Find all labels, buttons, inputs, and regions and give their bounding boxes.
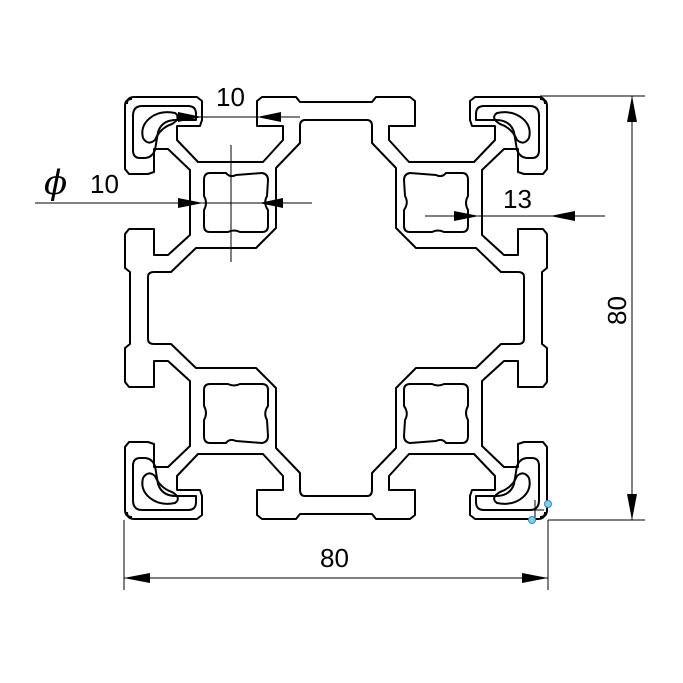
diameter-symbol: ϕ (44, 163, 67, 203)
handle[interactable] (544, 500, 552, 508)
height-label: 80 (602, 296, 632, 325)
handle[interactable] (528, 516, 536, 524)
width-label: 80 (320, 543, 349, 573)
slot-width-dimension: 10 (176, 82, 300, 122)
slot-depth-dimension: 13 (425, 184, 605, 221)
profile-outline (125, 97, 547, 519)
slot-depth-label: 13 (503, 184, 532, 214)
slot-width-label: 10 (216, 82, 245, 112)
width-dimension: 80 (123, 520, 549, 590)
selection-handles[interactable] (526, 500, 552, 524)
height-dimension: 80 (540, 95, 645, 521)
hole-diameter-label: 10 (90, 169, 119, 199)
hole-diameter-dimension: ϕ 10 (35, 163, 312, 208)
